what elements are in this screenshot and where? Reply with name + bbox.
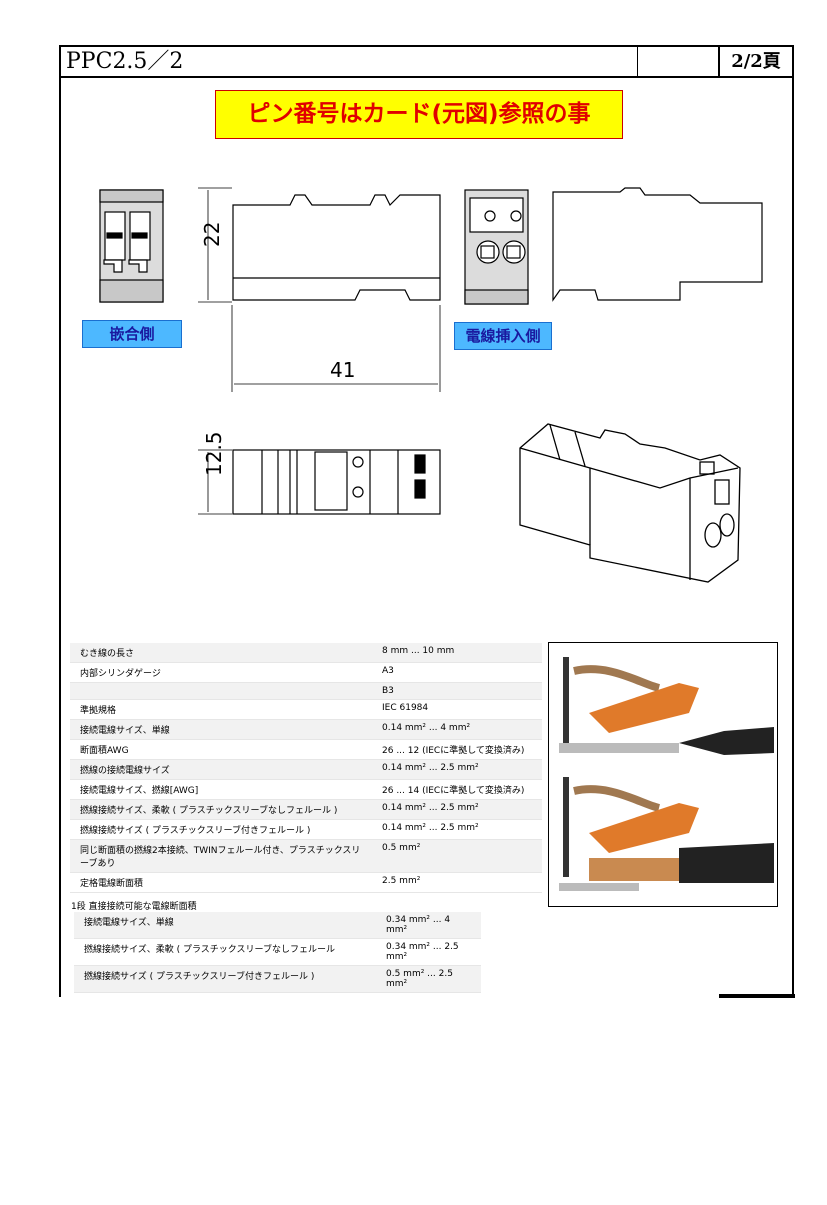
spec-key: むき線の長さ	[70, 643, 372, 663]
spec-key: 内部シリンダゲージ	[70, 662, 372, 683]
title-block-blank-cell	[638, 47, 720, 76]
spec-value: B3	[372, 682, 542, 700]
spec-key: 接続電線サイズ、単線	[70, 719, 372, 740]
spec-key: 同じ断面積の撚線2本接続、TWINフェルール付き、プラスチックスリーブあり	[70, 839, 372, 873]
illustration-image	[559, 657, 774, 891]
spec-row: 撚線接続サイズ ( プラスチックスリーブ付きフェルール )0.14 mm² ..…	[70, 819, 542, 840]
spec-value: 0.14 mm² ... 2.5 mm²	[372, 819, 542, 840]
spec-value: 0.14 mm² ... 4 mm²	[372, 719, 542, 740]
spec-value: 26 ... 14 (IECに準拠して変換済み)	[372, 779, 542, 800]
spec-value: 2.5 mm²	[372, 872, 542, 893]
technical-drawing: 22 41 12.5	[99, 187, 763, 583]
top-view	[232, 449, 441, 515]
pin-note-banner: ピン番号はカード(元図)参照の事	[215, 90, 623, 139]
spec-key: 撚線接続サイズ、柔軟 ( プラスチックスリーブなしフェルール	[74, 938, 376, 966]
spec-key: 定格電線断面積	[70, 872, 372, 893]
spec-key: 接続電線サイズ、撚線[AWG]	[70, 779, 372, 800]
spec-value: 0.34 mm² ... 2.5 mm²	[376, 938, 481, 966]
dim-width: 41	[330, 358, 355, 382]
side-view-mirror	[552, 187, 763, 302]
spec-value: 0.5 mm²	[372, 839, 542, 873]
title-block: PPC2.5／2 2/2頁	[59, 45, 794, 78]
spec-value: 0.14 mm² ... 2.5 mm²	[372, 759, 542, 780]
spec-value: A3	[372, 662, 542, 683]
push-in-connection-illustration	[548, 642, 778, 907]
spec-key: 撚線の接続電線サイズ	[70, 759, 372, 780]
spec-key: 撚線接続サイズ、柔軟 ( プラスチックスリーブなしフェルール )	[70, 799, 372, 820]
spec-key: 接続電線サイズ、単線	[74, 912, 376, 939]
spec-row: B3	[70, 682, 542, 700]
document-title: PPC2.5／2	[61, 47, 638, 76]
wire-insertion-side-label: 電線挿入側	[454, 322, 552, 350]
spec-value: 0.5 mm² ... 2.5 mm²	[376, 965, 481, 993]
spec-row: 撚線接続サイズ ( プラスチックスリーブ付きフェルール )0.5 mm² ...…	[74, 965, 481, 993]
spec-key: 断面積AWG	[70, 739, 372, 760]
spec-key	[70, 682, 372, 700]
dim-height: 22	[200, 222, 224, 247]
spec-value: 0.14 mm² ... 2.5 mm²	[372, 799, 542, 820]
spec-value: 0.34 mm² ... 4 mm²	[376, 912, 481, 939]
spec-key: 準拠規格	[70, 699, 372, 720]
spec-value: 8 mm ... 10 mm	[372, 643, 542, 663]
front-view-mating-side	[99, 189, 164, 303]
dim-depth: 12.5	[202, 431, 226, 476]
spec-value: 26 ... 12 (IECに準拠して変換済み)	[372, 739, 542, 760]
spec-key: 撚線接続サイズ ( プラスチックスリーブ付きフェルール )	[70, 819, 372, 840]
bottom-rule	[719, 994, 795, 998]
rear-view-wire-side	[464, 189, 529, 305]
spec-row: 撚線接続サイズ、柔軟 ( プラスチックスリーブなしフェルール )0.14 mm²…	[70, 799, 542, 820]
spec-row: 接続電線サイズ、撚線[AWG]26 ... 14 (IECに準拠して変換済み)	[70, 779, 542, 800]
isometric-view	[519, 423, 741, 583]
mating-side-label: 嵌合側	[82, 320, 182, 348]
side-view	[232, 194, 441, 301]
section2-title: 1段 直接接続可能な電線断面積	[71, 902, 197, 912]
spec-key: 撚線接続サイズ ( プラスチックスリーブ付きフェルール )	[74, 965, 376, 993]
spec-value: IEC 61984	[372, 699, 542, 720]
page-number: 2/2頁	[731, 51, 781, 72]
